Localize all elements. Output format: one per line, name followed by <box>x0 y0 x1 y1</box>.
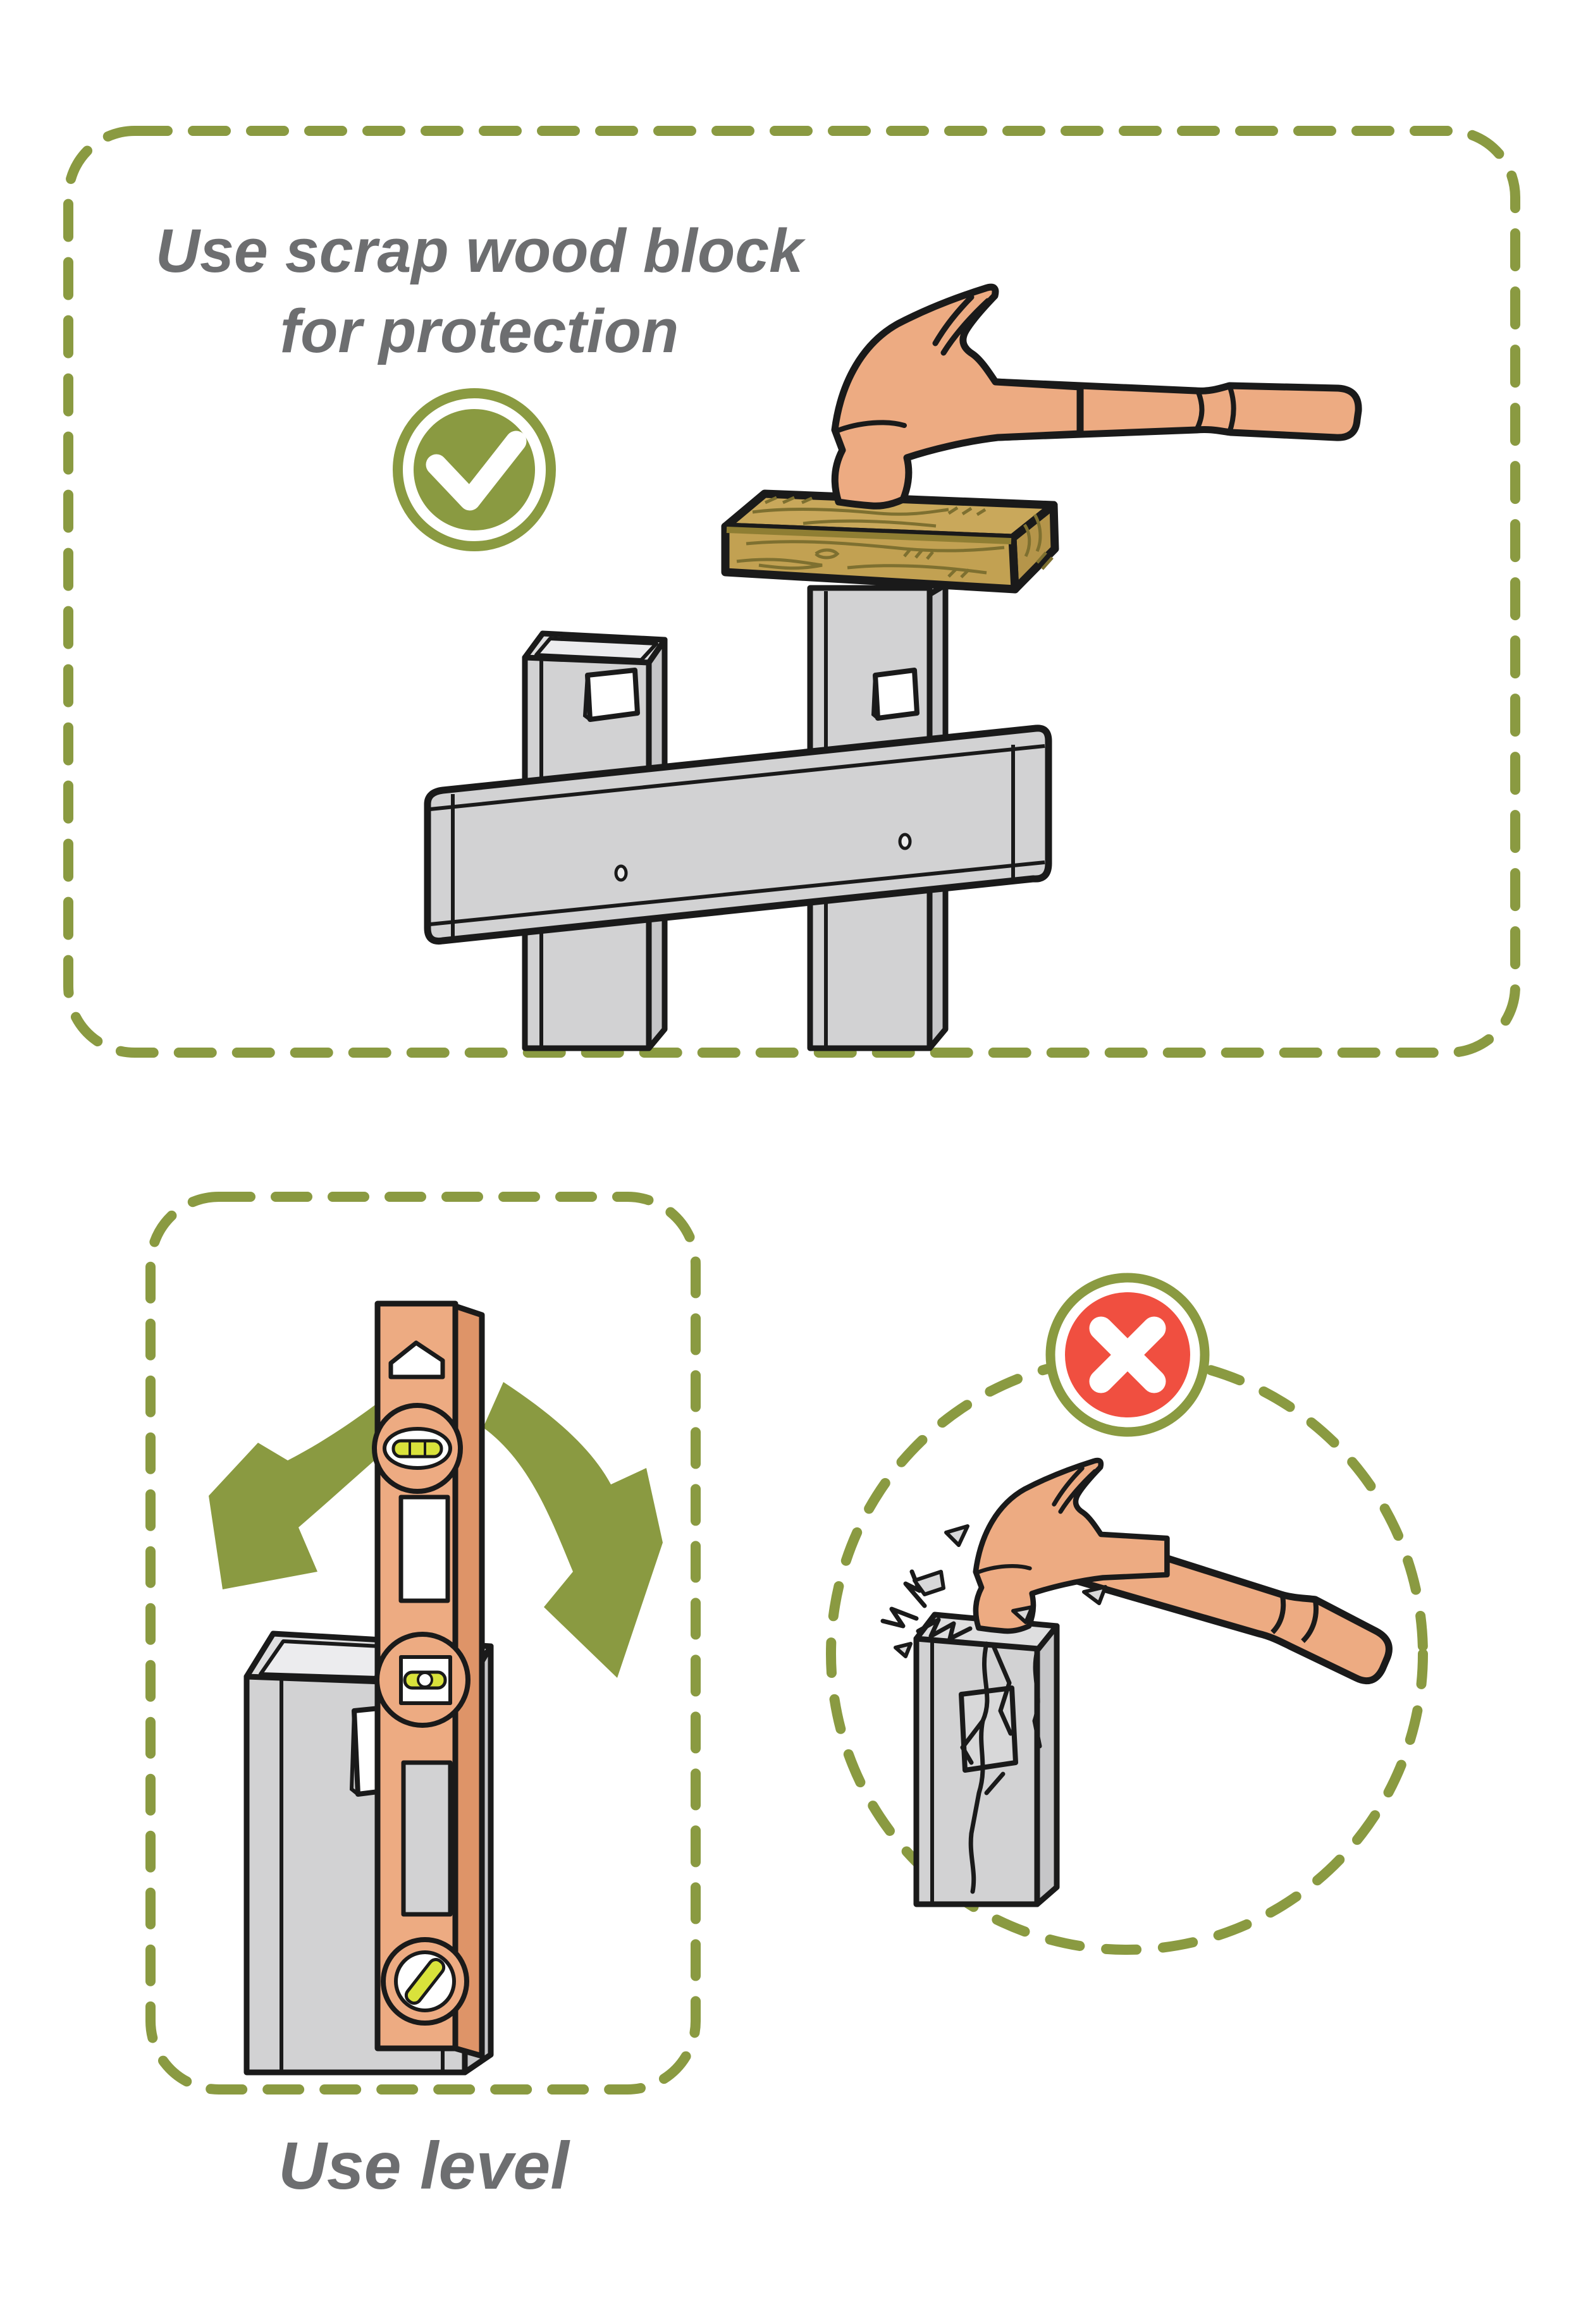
level-window-lower <box>401 1760 453 1917</box>
scrap-block-caption-line2: for protection <box>280 297 679 365</box>
level-window-upper <box>398 1495 450 1603</box>
rail-screw-hole <box>614 864 628 882</box>
correct-method-panel: Use scrap wood block for protection <box>63 126 1520 1058</box>
fence-assembly <box>424 582 1052 1051</box>
hammer-illustration <box>835 287 1358 506</box>
x-circle-icon <box>1045 1273 1210 1437</box>
tilt-arrow-right <box>483 1382 663 1678</box>
tilt-arrows <box>209 1378 663 1678</box>
correct-panel-border <box>63 126 1520 1058</box>
scrap-block-caption-line1: Use scrap wood block <box>156 216 806 285</box>
use-level-panel: Use level <box>145 1192 701 2203</box>
fence-rail <box>424 725 1052 945</box>
scrap-wood-block <box>721 489 1059 594</box>
debris-chips <box>894 1524 1107 1658</box>
level-vial-top <box>372 1403 463 1494</box>
level-tool <box>372 1300 485 2059</box>
tilt-arrow-left <box>209 1378 410 1589</box>
crack-lines <box>880 1569 1042 1894</box>
check-circle-icon <box>393 388 556 551</box>
hammer-head <box>976 1460 1167 1631</box>
post-lock-tab <box>873 668 920 721</box>
hammer-hitting-post <box>976 1460 1393 1685</box>
wrong-method-circle <box>826 1273 1428 1955</box>
use-level-caption: Use level <box>278 2129 570 2203</box>
wood-grain <box>736 496 1054 578</box>
post-lock-tab <box>585 668 640 722</box>
rail-screw-hole <box>898 833 912 850</box>
level-panel-border <box>145 1192 701 2095</box>
level-vial-middle <box>374 1632 471 1728</box>
level-hang-hole <box>388 1340 445 1379</box>
level-vial-bottom <box>381 1937 469 2026</box>
